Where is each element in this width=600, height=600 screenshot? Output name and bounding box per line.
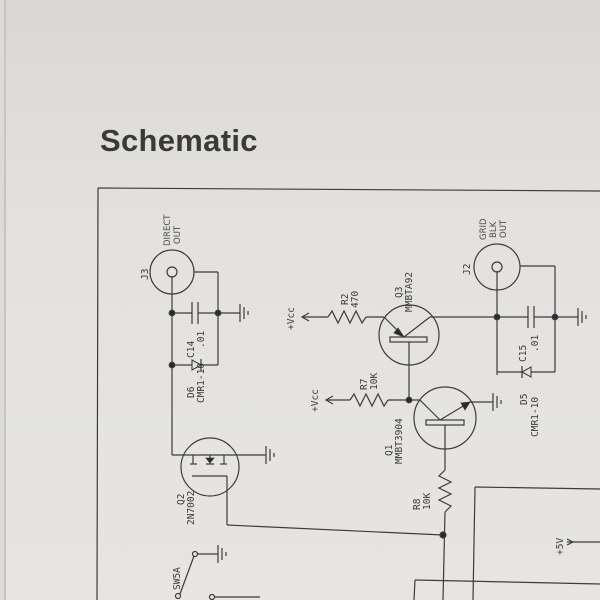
j3-ref-label: J3	[140, 269, 151, 280]
q1-ref-label: Q1	[384, 444, 395, 456]
schematic-border	[96, 187, 600, 600]
switch-sw5a	[174, 550, 260, 600]
v5-label: +5V	[555, 538, 566, 555]
vcc-label-1: +Vcc	[286, 307, 297, 330]
mosfet-q2	[172, 437, 444, 536]
c14-value-label: .01	[196, 331, 207, 348]
ic-block-outline	[413, 486, 600, 600]
resistor-r7	[324, 392, 420, 408]
q2-ref-label: Q2	[176, 494, 187, 505]
capacitor-c15	[493, 306, 578, 328]
d5-ref-label: D5	[519, 394, 530, 405]
ground-icon	[492, 393, 502, 411]
diode-d6	[168, 313, 219, 371]
j3-label-line2: OUT	[173, 225, 183, 244]
page-title: Schematic	[100, 123, 258, 158]
capacitor-c14	[168, 302, 240, 324]
transistor-q3	[378, 304, 497, 400]
ground-icon	[265, 446, 275, 464]
ground-icon	[577, 308, 587, 326]
page-edge	[4, 0, 6, 600]
q1-part-label: MMBT3904	[394, 418, 405, 464]
r2-ref-label: R2	[340, 294, 351, 305]
resistor-r2	[300, 309, 384, 325]
resistor-r8	[437, 469, 453, 600]
ground-icon	[217, 545, 227, 563]
c15-value-label: .01	[530, 335, 541, 352]
connector-j3	[149, 249, 219, 455]
j2-label-line1: GRID	[479, 218, 489, 240]
sw5a-ref-label: SW5A	[172, 567, 183, 590]
ground-icon	[239, 304, 249, 322]
document-page	[6, 0, 600, 600]
q3-ref-label: Q3	[394, 287, 405, 298]
q2-part-label: 2N7002	[186, 491, 197, 525]
connector-j2	[473, 243, 556, 375]
diode-d5	[497, 317, 556, 378]
c14-ref-label: C14	[186, 341, 197, 358]
j2-label-line2: BLK	[489, 221, 499, 238]
c15-ref-label: C15	[518, 345, 529, 362]
d5-part-label: CMR1-10	[530, 397, 541, 437]
j2-ref-label: J2	[462, 264, 473, 275]
d6-part-label: CMR1-10	[196, 363, 207, 403]
vcc-label-2: +Vcc	[310, 389, 321, 412]
r7-value-label: 10K	[369, 373, 380, 390]
q3-part-label: MMBTA92	[404, 272, 415, 312]
r7-ref-label: R7	[359, 379, 370, 390]
j2-label-line3: OUT	[499, 219, 509, 238]
transistor-q1	[413, 386, 493, 470]
r2-value-label: 470	[350, 291, 361, 308]
d6-ref-label: D6	[186, 386, 197, 398]
j3-label-line1: DIRECT	[163, 214, 173, 246]
r8-ref-label: R8	[412, 498, 423, 510]
r8-value-label: 10K	[422, 493, 433, 510]
